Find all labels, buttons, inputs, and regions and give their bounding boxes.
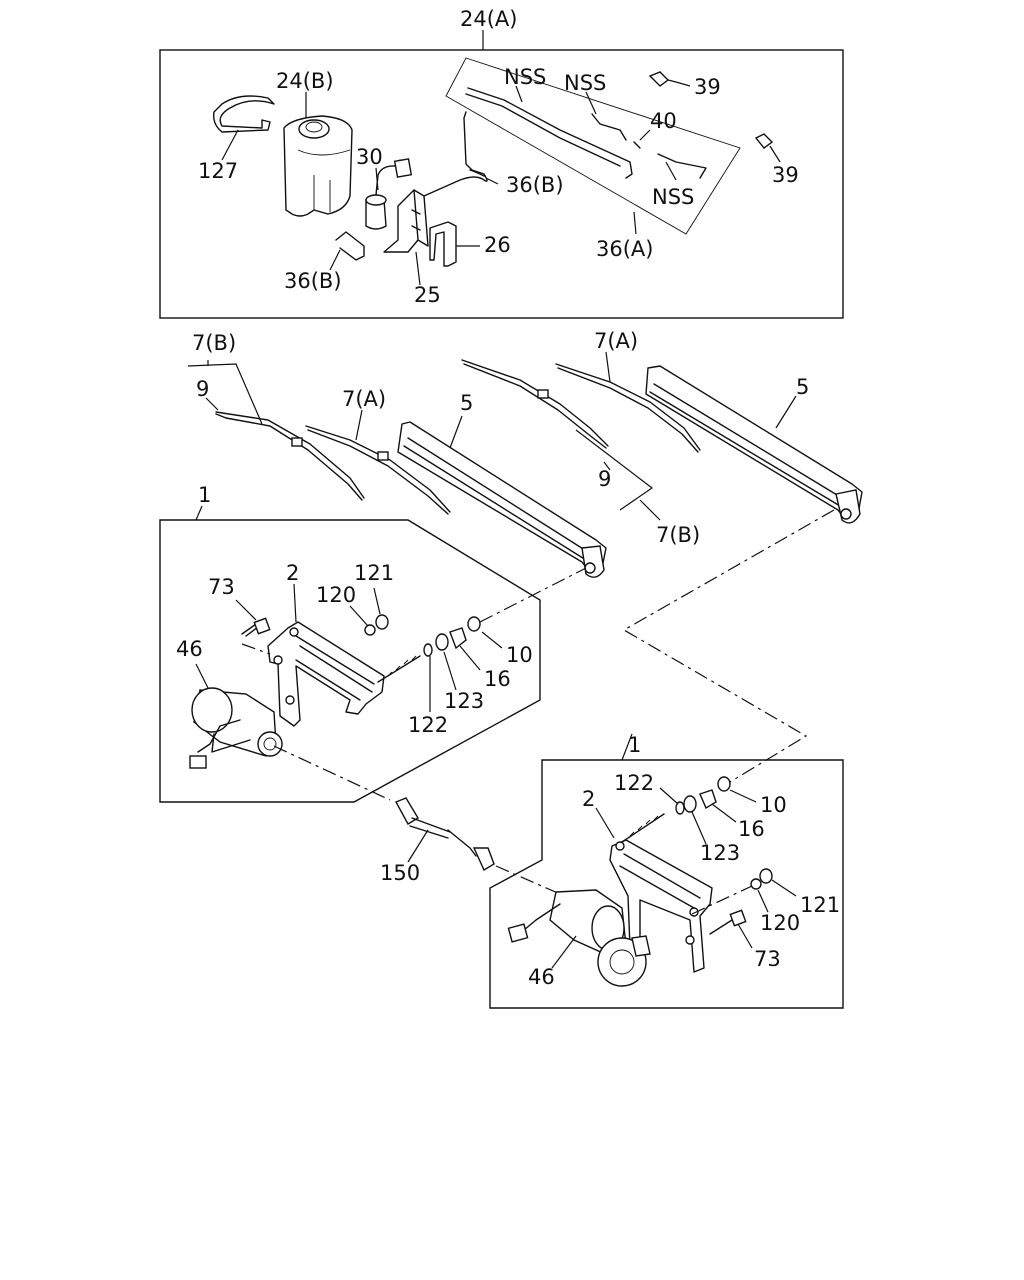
washer-assembly-frame	[159, 49, 844, 319]
wiper-blade-a-right	[555, 363, 701, 453]
callout-washer-pump: 30	[356, 145, 383, 169]
callout-nss-2: NSS	[564, 71, 606, 95]
bracket-26	[429, 221, 457, 267]
callout-washer-120-right: 120	[760, 911, 800, 935]
bolt-left	[241, 617, 271, 655]
callout-nss-3: NSS	[652, 185, 694, 209]
callout-nss-1: NSS	[504, 65, 546, 89]
wiper-arm-right	[645, 365, 863, 524]
washer-assembly-group	[159, 30, 844, 319]
callout-nut-121-left: 121	[354, 561, 394, 585]
callout-seal-123-right: 123	[700, 841, 740, 865]
hose-b	[423, 111, 488, 197]
callout-blade-group-left: 7(B)	[192, 331, 236, 355]
callout-linkage-left: 1	[198, 483, 211, 507]
wiper-blade-a-left	[305, 425, 451, 515]
callout-washer-122-left: 122	[408, 713, 448, 737]
wiper-blade-left	[215, 411, 365, 501]
wiper-arm-left	[397, 421, 607, 578]
callout-blade-left: 9	[196, 377, 209, 401]
callout-bracket-left: 2	[286, 561, 299, 585]
blade-group-left-bracket	[187, 363, 263, 425]
wiper-blade-right	[461, 359, 609, 449]
linkage-left-frame	[159, 519, 541, 803]
callout-washer-assembly-a: 24(A)	[460, 7, 517, 31]
callout-motor-right: 46	[528, 965, 555, 989]
linkage-right-frame	[489, 759, 844, 1009]
washer-pump	[365, 158, 413, 230]
washer-tank	[283, 115, 353, 217]
callout-washer-122-right: 122	[614, 771, 654, 795]
callout-blade-right: 9	[598, 467, 611, 491]
callout-nozzle-top: 39	[694, 75, 721, 99]
wiper-motor-left	[189, 687, 283, 769]
callout-washer-tank-b: 24(B)	[276, 69, 334, 93]
callout-seal-123-left: 123	[444, 689, 484, 713]
callout-blade-group-right: 7(B)	[656, 523, 700, 547]
callout-bolt-right: 73	[754, 947, 781, 971]
nozzle-top	[648, 71, 677, 87]
callout-linkage-right: 1	[628, 733, 641, 757]
callout-bolt-left: 73	[208, 575, 235, 599]
linkage-right-group	[489, 733, 844, 1009]
callout-bracket-right: 2	[582, 787, 595, 811]
callout-bracket-25: 25	[414, 283, 441, 307]
blades-arms-group	[187, 351, 863, 578]
callout-nut-10-right: 10	[760, 793, 787, 817]
motor-bracket-left	[267, 621, 385, 727]
callout-cap-16-left: 16	[484, 667, 511, 691]
callout-hose-b: 36(B)	[506, 173, 564, 197]
callout-joint-40: 40	[650, 109, 677, 133]
linkage-left-group	[159, 505, 587, 803]
callout-motor-left: 46	[176, 637, 203, 661]
nozzle-right	[754, 133, 774, 149]
callout-blade-a-right: 7(A)	[594, 329, 638, 353]
callout-arm-left: 5	[460, 391, 473, 415]
hose-a-region	[445, 57, 741, 235]
callout-labels: 24(A) 24(B) 127 30 25 26 36(B) 36(B) 36(…	[176, 7, 840, 989]
bracket-25	[383, 189, 429, 253]
callout-nozzle-right: 39	[772, 163, 799, 187]
callout-nut-10-left: 10	[506, 643, 533, 667]
callout-nut-121-right: 121	[800, 893, 840, 917]
callout-hose-clip-left: 36(B)	[284, 269, 342, 293]
callout-blade-a-left: 7(A)	[342, 387, 386, 411]
callout-tank-band: 127	[198, 159, 238, 183]
link-rod	[395, 797, 495, 872]
callout-hose-a: 36(A)	[596, 237, 653, 261]
hose-clip-left	[335, 231, 365, 261]
tank-band	[212, 95, 275, 133]
wiper-motor-right	[507, 889, 651, 987]
callout-washer-120-left: 120	[316, 583, 356, 607]
callout-arm-right: 5	[796, 375, 809, 399]
callout-link-rod: 150	[380, 861, 420, 885]
callout-bracket-26: 26	[484, 233, 511, 257]
callout-cap-16-right: 16	[738, 817, 765, 841]
motor-bracket-right	[609, 839, 713, 973]
